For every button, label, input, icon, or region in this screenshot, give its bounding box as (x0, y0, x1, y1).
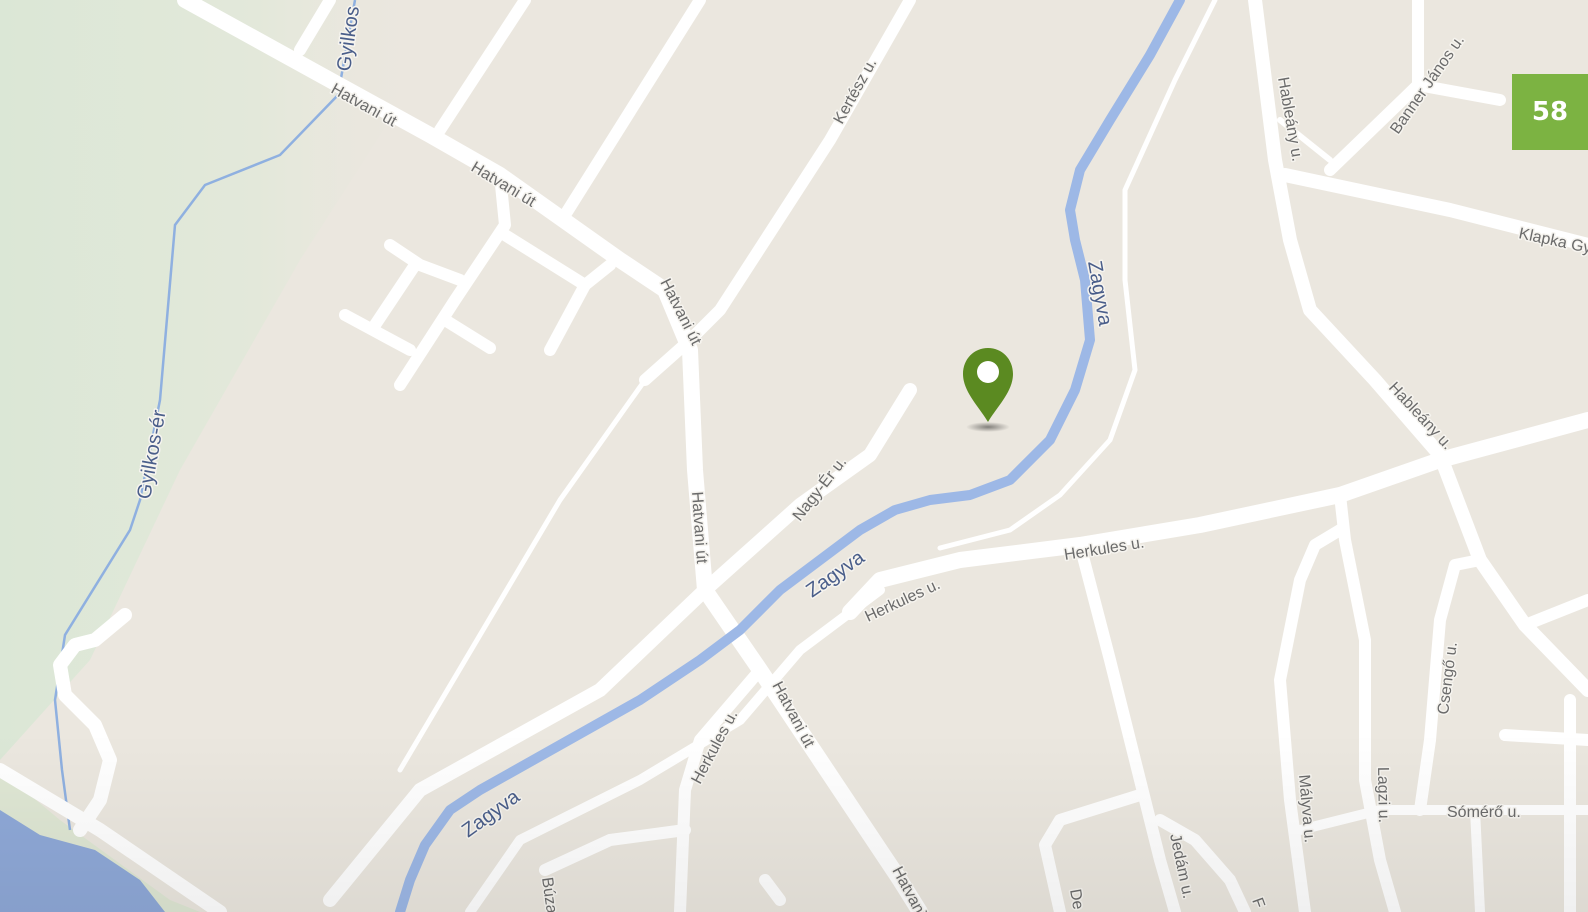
river-zagyva (395, 0, 1185, 912)
count-badge[interactable]: 58 (1512, 74, 1588, 150)
road-label-somero: Sómérő u. (1447, 804, 1521, 821)
park-area (0, 0, 430, 760)
road-label-hatvani-4: Hatvani út (688, 491, 710, 565)
road-label-lagzi: Lagzi u. (1374, 767, 1392, 823)
map-pin-icon[interactable] (963, 348, 1013, 432)
stream-gyilkos-er (53, 0, 357, 831)
road-label-de: De (1066, 888, 1086, 911)
lake (0, 810, 165, 912)
